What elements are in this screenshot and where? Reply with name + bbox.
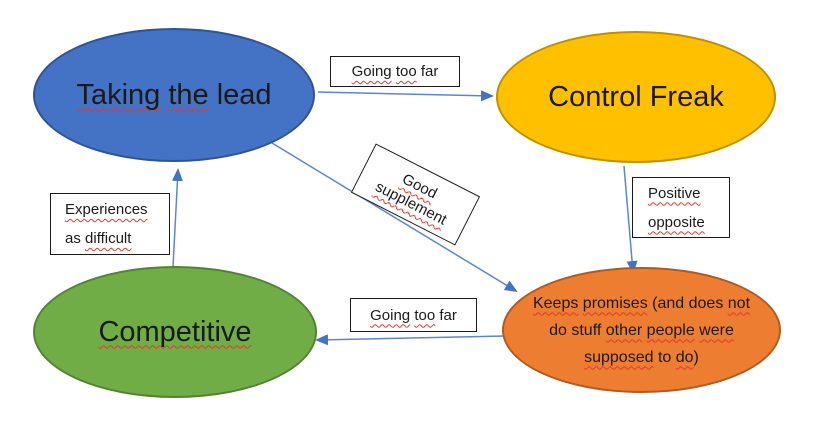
label-experiences-as-difficult: Experiences as difficult: [50, 193, 170, 255]
arrow-competitive-to-taking: [171, 168, 183, 268]
node-taking-the-lead: Taking the lead: [33, 28, 315, 162]
node-control-freak: Control Freak: [496, 31, 776, 163]
label-going-too-far-top-text: Going too far: [351, 63, 439, 80]
node-keeps-promises: Keeps promises (and does not do stuff ot…: [502, 267, 781, 393]
label-positive-opposite: Positive opposite: [632, 177, 730, 238]
node-competitive: Competitive: [33, 266, 317, 398]
node-control-freak-label: Control Freak: [548, 80, 724, 113]
keeps-promises-line-3: supposed to do): [584, 348, 699, 366]
positive-opposite-line-2: opposite: [648, 213, 705, 231]
label-going-too-far-bottom-text: Going too far: [370, 306, 457, 324]
label-going-too-far-bottom: Going too far: [350, 298, 477, 332]
node-taking-the-lead-label: Taking the lead: [76, 78, 272, 111]
arrow-taking-to-control: [317, 90, 494, 102]
node-competitive-label: Competitive: [98, 315, 252, 348]
arrow-taking-to-keeps: [271, 142, 518, 293]
positive-opposite-line-1: Positive: [648, 184, 701, 202]
node-keeps-promises-label: Keeps promises (and does not do stuff ot…: [523, 290, 760, 371]
arrow-control-to-keeps: [623, 165, 638, 274]
experiences-line-2: as difficult: [65, 230, 132, 247]
keeps-promises-line-1: Keeps promises (and does not: [532, 294, 751, 312]
label-going-too-far-top: Going too far: [330, 56, 460, 87]
keeps-promises-line-2: do stuff other people were: [549, 321, 734, 339]
arrow-keeps-to-competitive: [315, 334, 506, 346]
experiences-line-1: Experiences: [65, 201, 148, 218]
